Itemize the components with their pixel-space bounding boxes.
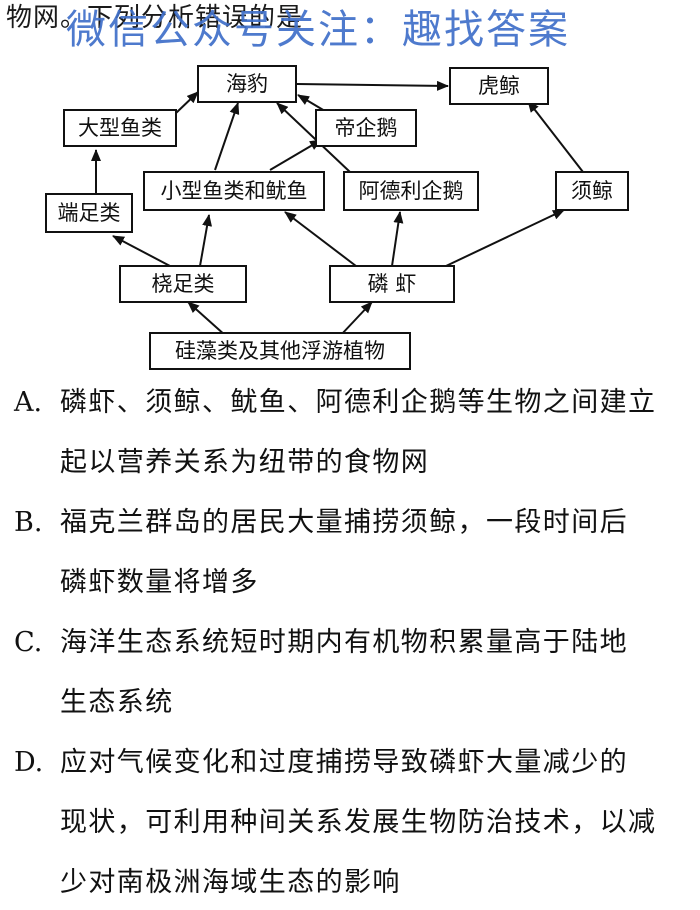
node-emperor-penguin-label: 帝企鹅 (335, 116, 398, 140)
option-a-text-1: 磷虾、须鲸、鱿鱼、阿德利企鹅等生物之间建立 (60, 387, 657, 418)
option-b-line-1: B. 福克兰群岛的居民大量捕捞须鲸，一段时间后 (0, 496, 700, 550)
arrow-oarfoot-to-smallfish (199, 214, 213, 267)
node-baleen-whale: 须鲸 (555, 171, 629, 211)
option-b-text-2: 磷虾数量将增多 (60, 567, 259, 598)
option-c-text-1: 海洋生态系统短时期内有机物积累量高于陆地 (60, 627, 628, 658)
node-small-fish-squid: 小型鱼类和鱿鱼 (143, 171, 325, 211)
arrow-krill-to-adelie (391, 211, 404, 267)
option-a-text-2: 起以营养关系为纽带的食物网 (60, 447, 430, 478)
node-adelie-penguin: 阿德利企鹅 (343, 171, 479, 211)
option-b-letter: B. (14, 507, 43, 538)
arrow-baleen-to-orca (527, 100, 584, 173)
option-d-text-1: 应对气候变化和过度捕捞导致磷虾大量减少的 (60, 747, 628, 778)
node-producers-label: 硅藻类及其他浮游植物 (175, 339, 385, 363)
node-producers: 硅藻类及其他浮游植物 (149, 332, 411, 370)
option-a-line-2: 起以营养关系为纽带的食物网 (0, 436, 700, 490)
option-a-line-1: A. 磷虾、须鲸、鱿鱼、阿德利企鹅等生物之间建立 (0, 376, 700, 430)
option-d-line-2: 现状，可利用种间关系发展生物防治技术，以减 (0, 796, 700, 850)
node-emperor-penguin: 帝企鹅 (315, 109, 417, 147)
arrow-adelie-to-seal (276, 102, 351, 173)
arrow-seal-to-orca (296, 80, 449, 91)
option-b-line-2: 磷虾数量将增多 (0, 556, 700, 610)
node-seal-label: 海豹 (226, 72, 268, 96)
arrow-smallfish-to-seal (214, 102, 240, 171)
node-large-fish-label: 大型鱼类 (78, 116, 162, 140)
arrow-smallfish-to-emperor (269, 139, 322, 171)
node-oar-foot: 桡足类 (119, 265, 247, 303)
node-orca: 虎鲸 (449, 67, 549, 105)
food-web-diagram: 海豹 虎鲸 大型鱼类 帝企鹅 小型鱼类和鱿鱼 阿德利企鹅 须鲸 端足类 桡足类 … (45, 65, 629, 370)
node-adelie-penguin-label: 阿德利企鹅 (359, 179, 464, 203)
node-large-fish: 大型鱼类 (63, 109, 177, 147)
node-baleen-whale-label: 须鲸 (571, 179, 613, 203)
option-c-letter: C. (14, 627, 43, 658)
arrow-oarfoot-to-copepod (112, 235, 171, 267)
node-krill-label: 磷 虾 (368, 272, 417, 296)
node-copepod: 端足类 (45, 193, 133, 233)
arrow-krill-to-baleen (445, 209, 565, 267)
option-c-line-2: 生态系统 (0, 676, 700, 730)
node-orca-label: 虎鲸 (478, 74, 520, 98)
option-a-letter: A. (14, 387, 43, 418)
option-d-text-3: 少对南极洲海域生态的影响 (60, 867, 401, 898)
watermark-text: 微信公众号关注：趣找答案 (66, 7, 570, 53)
node-krill: 磷 虾 (329, 265, 455, 303)
node-small-fish-squid-label: 小型鱼类和鱿鱼 (161, 179, 308, 203)
option-d-text-2: 现状，可利用种间关系发展生物防治技术，以减 (60, 807, 657, 838)
node-oar-foot-label: 桡足类 (152, 272, 215, 296)
arrow-producers-to-krill (339, 301, 373, 337)
option-d-letter: D. (14, 747, 44, 778)
arrow-producers-to-oarfoot (187, 301, 227, 337)
option-d-line-3: 少对南极洲海域生态的影响 (0, 856, 700, 910)
node-copepod-label: 端足类 (58, 201, 121, 225)
option-b-text-1: 福克兰群岛的居民大量捕捞须鲸，一段时间后 (60, 507, 628, 538)
option-c-line-1: C. 海洋生态系统短时期内有机物积累量高于陆地 (0, 616, 700, 670)
question-stem-tail: 物网。下列分析错误的是 (6, 3, 304, 33)
arrow-krill-to-smallfish (284, 211, 357, 267)
node-seal: 海豹 (197, 65, 297, 103)
arrow-largefish-to-seal (175, 91, 199, 114)
option-c-text-2: 生态系统 (60, 687, 174, 718)
option-d-line-1: D. 应对气候变化和过度捕捞导致磷虾大量减少的 (0, 736, 700, 790)
